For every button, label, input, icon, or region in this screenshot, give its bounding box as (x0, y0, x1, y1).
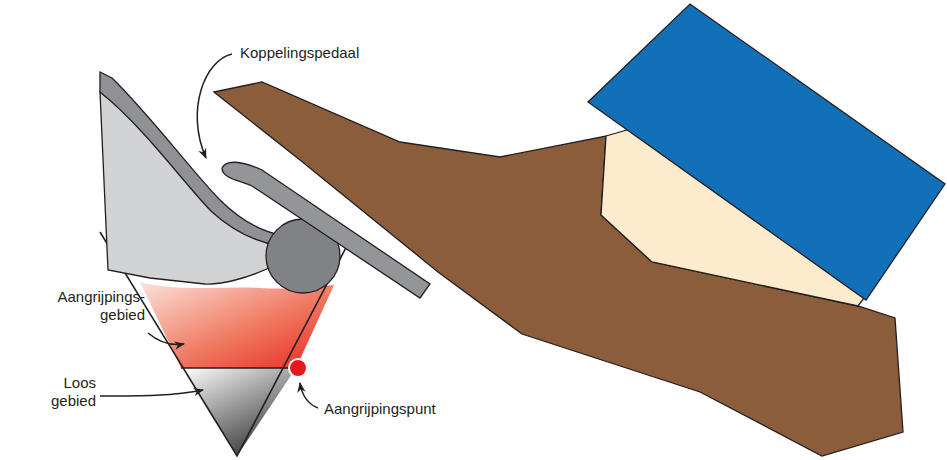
zone-label: Loos gebied (36, 374, 96, 410)
zone-label: Aangrijpings- gebied (35, 288, 145, 324)
leader-line (300, 383, 318, 408)
trouser-leg (588, 4, 945, 300)
leader-line (148, 333, 184, 345)
leader-line (197, 54, 232, 158)
point-label: Aangrijpingspunt (324, 400, 474, 418)
leader-line (100, 390, 203, 396)
dead-zone (181, 368, 296, 456)
engagement-point-dot (289, 359, 307, 377)
part-label: Koppelingspedaal (240, 44, 410, 62)
zone-divider (181, 367, 296, 369)
